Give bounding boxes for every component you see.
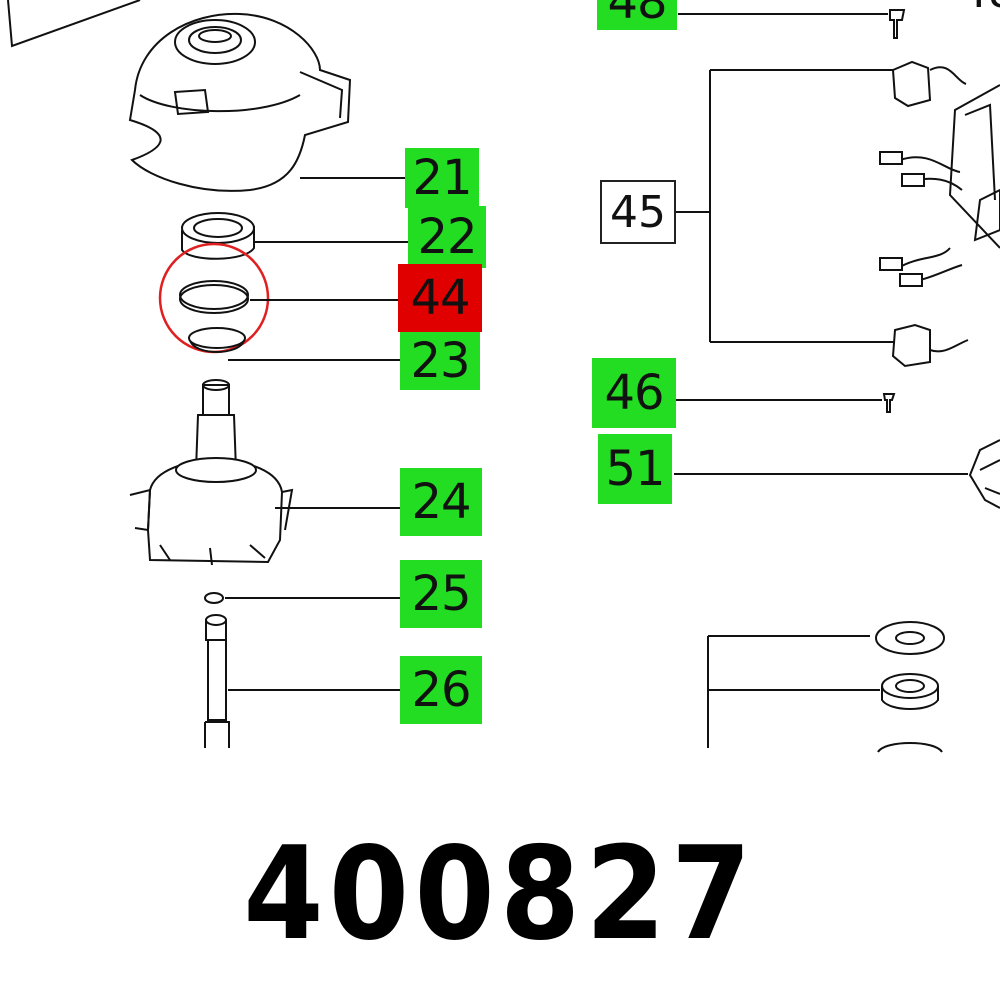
callout-51-text: 51: [605, 441, 665, 497]
callout-48-text: 48: [607, 0, 667, 30]
callout-21[interactable]: 21: [405, 148, 479, 208]
callout-22[interactable]: 22: [408, 206, 486, 268]
callout-26-text: 26: [411, 662, 471, 718]
callout-51[interactable]: 51: [598, 434, 672, 504]
callout-22-text: 22: [417, 209, 477, 265]
bearing-part-22: [181, 212, 255, 260]
switch-bottom-icon: [891, 323, 969, 368]
callout-23[interactable]: 23: [400, 332, 480, 390]
callout-44-text: 44: [410, 270, 470, 326]
callout-44-selected[interactable]: 44: [398, 264, 482, 332]
housing-part-21: [128, 12, 352, 192]
part-51-edge: [674, 439, 1000, 509]
screw-part-46: [676, 393, 896, 413]
part-number: 400827: [243, 820, 757, 969]
callout-24-text: 24: [411, 474, 471, 530]
oring-part-25: [204, 592, 224, 604]
spindle-assembly-part-24: [129, 379, 294, 566]
switch-top-icon: [891, 60, 967, 108]
callout-48-partial-text: 48: [960, 0, 1000, 18]
callout-48-partial[interactable]: 48: [960, 0, 1000, 18]
callout-21-text: 21: [412, 150, 472, 206]
bracket-part-45: [674, 69, 895, 343]
callout-25[interactable]: 25: [400, 560, 482, 628]
washer-stack: [707, 621, 945, 753]
callout-46-text: 46: [604, 365, 664, 421]
partial-frame: [7, 0, 141, 48]
ring-part-44: [179, 280, 249, 314]
callout-26[interactable]: 26: [400, 656, 482, 724]
pin-part-48: [678, 9, 906, 39]
cable-assembly: [879, 84, 1000, 287]
washer-part-23: [188, 327, 246, 353]
callout-24[interactable]: 24: [400, 468, 482, 536]
callout-25-text: 25: [411, 566, 471, 622]
callout-45-text: 45: [610, 186, 666, 238]
shaft-part-26: [204, 614, 230, 748]
callout-46[interactable]: 46: [592, 358, 676, 428]
callout-45-boxed[interactable]: 45: [600, 180, 676, 244]
callout-23-text: 23: [410, 333, 470, 389]
callout-48[interactable]: 48: [597, 0, 677, 30]
